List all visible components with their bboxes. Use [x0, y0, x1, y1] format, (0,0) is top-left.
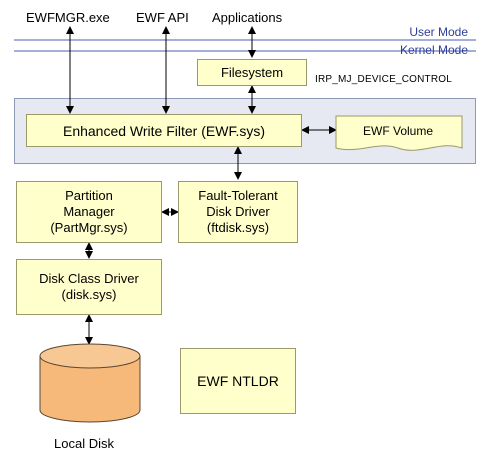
ewf-volume-shape: [335, 115, 463, 151]
disk-class-box: Disk Class Driver (disk.sys): [16, 259, 162, 315]
ftdisk-box: Fault-Tolerant Disk Driver (ftdisk.sys): [178, 181, 298, 243]
ewf-sys-text: Enhanced Write Filter (EWF.sys): [62, 122, 265, 139]
ewfmgr-label: EWFMGR.exe: [26, 10, 110, 25]
ewf-ntldr-box: EWF NTLDR: [180, 348, 296, 414]
irp-device-control-label: IRP_MJ_DEVICE_CONTROL: [315, 74, 453, 85]
user-mode-label: User Mode: [409, 25, 468, 39]
ewf-sys-box: Enhanced Write Filter (EWF.sys): [26, 114, 302, 147]
partmgr-text: Partition Manager (PartMgr.sys): [50, 188, 128, 235]
local-disk-cylinder: [39, 343, 141, 423]
partmgr-box: Partition Manager (PartMgr.sys): [16, 181, 162, 243]
local-disk-label: Local Disk: [54, 436, 114, 451]
ewf-volume-text: EWF Volume: [363, 124, 434, 138]
ewf-ntldr-text: EWF NTLDR: [197, 373, 279, 389]
applications-label: Applications: [212, 10, 283, 25]
disk-class-text: Disk Class Driver (disk.sys): [39, 271, 139, 302]
filesystem-text: Filesystem: [220, 64, 284, 80]
ewf-api-label: EWF API: [136, 10, 189, 25]
filesystem-box: Filesystem: [197, 59, 307, 86]
ftdisk-text: Fault-Tolerant Disk Driver (ftdisk.sys): [198, 188, 278, 235]
kernel-mode-label: Kernel Mode: [399, 43, 468, 57]
